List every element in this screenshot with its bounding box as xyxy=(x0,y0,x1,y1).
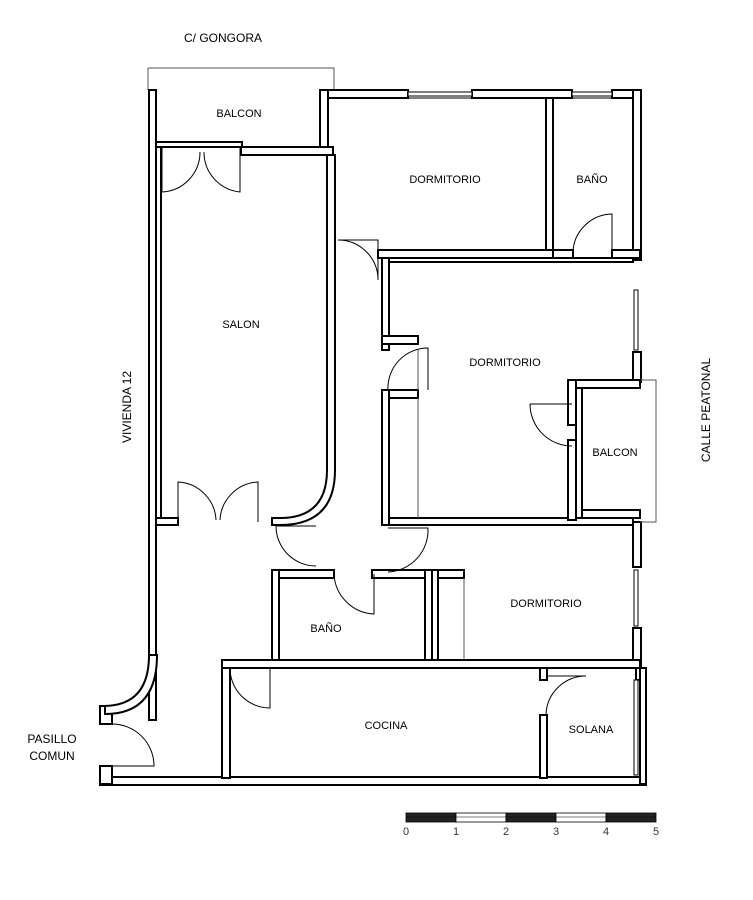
bano-2-walls xyxy=(271,569,433,666)
room-label-dormitorio-2: DORMITORIO xyxy=(469,357,541,369)
scale-label-2: 2 xyxy=(503,826,509,838)
room-label-solana: SOLANA xyxy=(569,724,614,736)
room-label-salon: SALON xyxy=(222,319,259,331)
scale-label-0: 0 xyxy=(403,826,409,838)
street-label-right: CALLE PEATONAL xyxy=(699,358,713,463)
street-label-top: C/ GONGORA xyxy=(184,31,262,45)
scale-label-3: 3 xyxy=(553,826,559,838)
street-label-left: VIVIENDA 12 xyxy=(120,371,134,443)
room-label-dormitorio-1: DORMITORIO xyxy=(409,174,481,186)
hall-door xyxy=(275,525,317,567)
scale-segment xyxy=(605,812,657,823)
corridor-label-line1: PASILLO xyxy=(27,732,76,746)
dormitorio-2-walls xyxy=(381,257,641,526)
top-windows xyxy=(407,91,613,99)
top-balcony-railing xyxy=(147,67,335,90)
corridor-label-line2: COMUN xyxy=(29,749,74,763)
dormitorio-1-walls xyxy=(337,97,641,280)
salon-bottom-doors xyxy=(177,481,259,522)
entrance xyxy=(104,654,159,767)
room-label-balcon-top: BALCON xyxy=(216,108,261,120)
scale-segment xyxy=(505,812,557,823)
right-windows xyxy=(633,289,657,776)
room-label-balcon-right: BALCON xyxy=(592,447,637,459)
scale-segment xyxy=(555,812,607,823)
balcony-right-walls xyxy=(575,387,641,519)
balcony-doors xyxy=(161,148,241,193)
room-label-cocina: COCINA xyxy=(365,720,408,732)
scale-label-1: 1 xyxy=(453,826,459,838)
room-label-bano-1: BAÑO xyxy=(576,173,608,186)
scale-segment xyxy=(455,812,507,823)
room-label-bano-2: BAÑO xyxy=(310,622,342,635)
exterior-walls xyxy=(99,89,647,786)
scale-label-5: 5 xyxy=(653,826,659,838)
scale-segment xyxy=(405,812,457,823)
room-label-dormitorio-3: DORMITORIO xyxy=(510,598,582,610)
scale-label-4: 4 xyxy=(603,826,609,838)
cocina-walls xyxy=(221,659,641,779)
scale-bar: 0 1 2 3 4 5 xyxy=(403,812,659,838)
salon-walls xyxy=(155,146,336,526)
bano-1-door xyxy=(572,213,613,254)
dormitorio-3-walls xyxy=(387,527,465,666)
